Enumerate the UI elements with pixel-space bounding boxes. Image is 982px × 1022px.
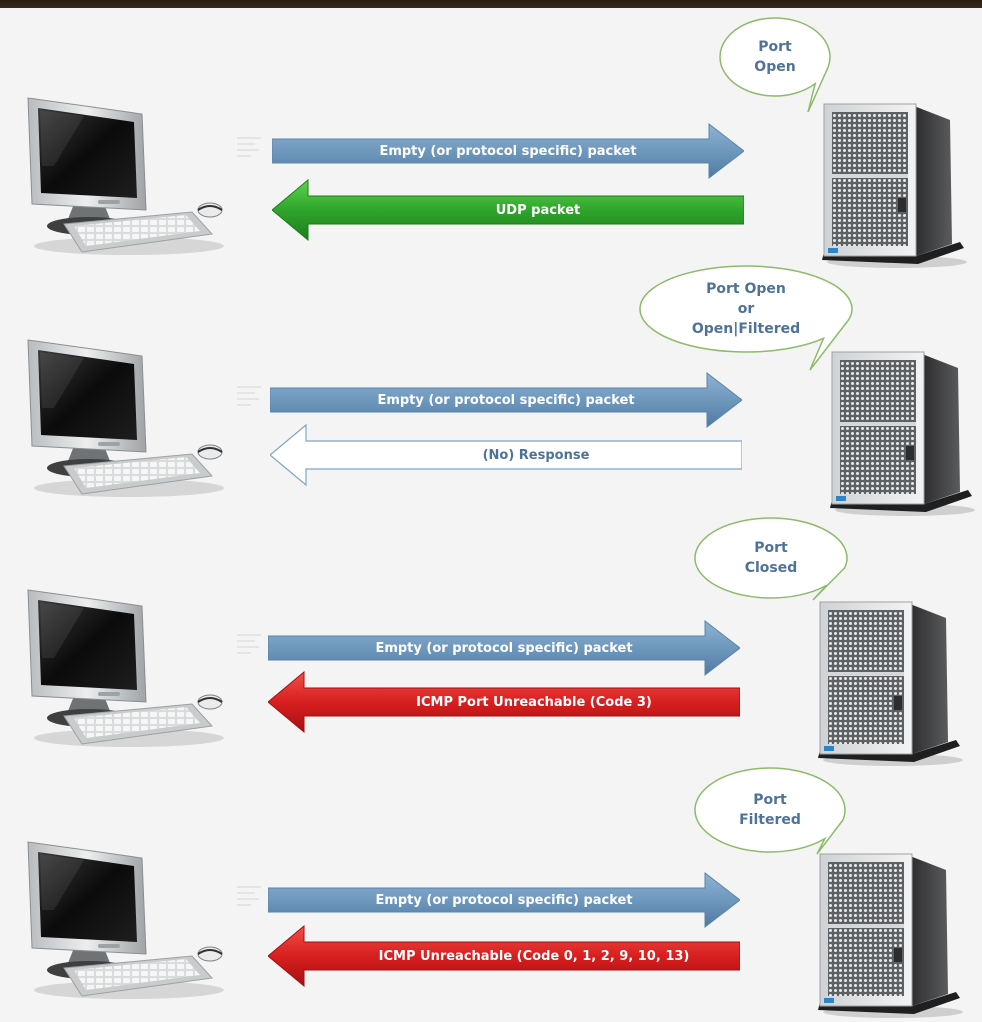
server-tower-icon bbox=[808, 848, 968, 1018]
response-arrow: (No) Response bbox=[270, 424, 742, 486]
server-tower-icon bbox=[812, 98, 972, 268]
response-arrow: ICMP Port Unreachable (Code 3) bbox=[268, 671, 740, 733]
port-state-line: Filtered bbox=[739, 812, 801, 828]
port-state-line: Open bbox=[754, 59, 796, 75]
port-state-line: Open|Filtered bbox=[691, 321, 801, 337]
response-arrow-label: UDP packet bbox=[495, 202, 581, 218]
response-arrow-label: ICMP Port Unreachable (Code 3) bbox=[416, 694, 652, 710]
request-arrow-label: Empty (or protocol specific) packet bbox=[377, 392, 635, 408]
client-computer-icon bbox=[14, 328, 224, 498]
top-border bbox=[0, 0, 982, 8]
request-arrow-label: Empty (or protocol specific) packet bbox=[375, 640, 633, 656]
response-arrow-label: ICMP Unreachable (Code 0, 1, 2, 9, 10, 1… bbox=[378, 948, 690, 964]
port-state-line: Port bbox=[758, 39, 792, 55]
faint-watermark-text bbox=[235, 881, 265, 915]
faint-watermark-text bbox=[235, 381, 265, 415]
port-state-line: Port bbox=[753, 792, 787, 808]
port-state-line: Port Open bbox=[706, 281, 786, 297]
faint-watermark-text bbox=[235, 629, 265, 663]
request-arrow: Empty (or protocol specific) packet bbox=[268, 871, 740, 929]
server-tower-icon bbox=[820, 346, 980, 516]
client-computer-icon bbox=[14, 86, 224, 256]
server-tower-icon bbox=[808, 596, 968, 766]
request-arrow-label: Empty (or protocol specific) packet bbox=[379, 143, 637, 159]
port-state-line: Closed bbox=[744, 560, 798, 576]
scenario-3: Empty (or protocol specific) packet ICMP… bbox=[0, 508, 982, 766]
faint-watermark-text bbox=[235, 132, 265, 166]
scenario-4: Empty (or protocol specific) packet ICMP… bbox=[0, 758, 982, 1018]
client-computer-icon bbox=[14, 830, 224, 1000]
request-arrow: Empty (or protocol specific) packet bbox=[272, 122, 744, 180]
port-state-line: or bbox=[737, 301, 755, 317]
client-computer-icon bbox=[14, 578, 224, 748]
response-arrow: ICMP Unreachable (Code 0, 1, 2, 9, 10, 1… bbox=[268, 925, 740, 987]
response-arrow: UDP packet bbox=[272, 179, 744, 241]
request-arrow: Empty (or protocol specific) packet bbox=[268, 619, 740, 677]
scenario-1: Empty (or protocol specific) packet UDP … bbox=[0, 8, 982, 268]
request-arrow-label: Empty (or protocol specific) packet bbox=[375, 892, 633, 908]
port-state-line: Port bbox=[754, 540, 788, 556]
response-arrow-label: (No) Response bbox=[482, 447, 590, 463]
request-arrow: Empty (or protocol specific) packet bbox=[270, 371, 742, 429]
scenario-2: Empty (or protocol specific) packet (No)… bbox=[0, 258, 982, 516]
